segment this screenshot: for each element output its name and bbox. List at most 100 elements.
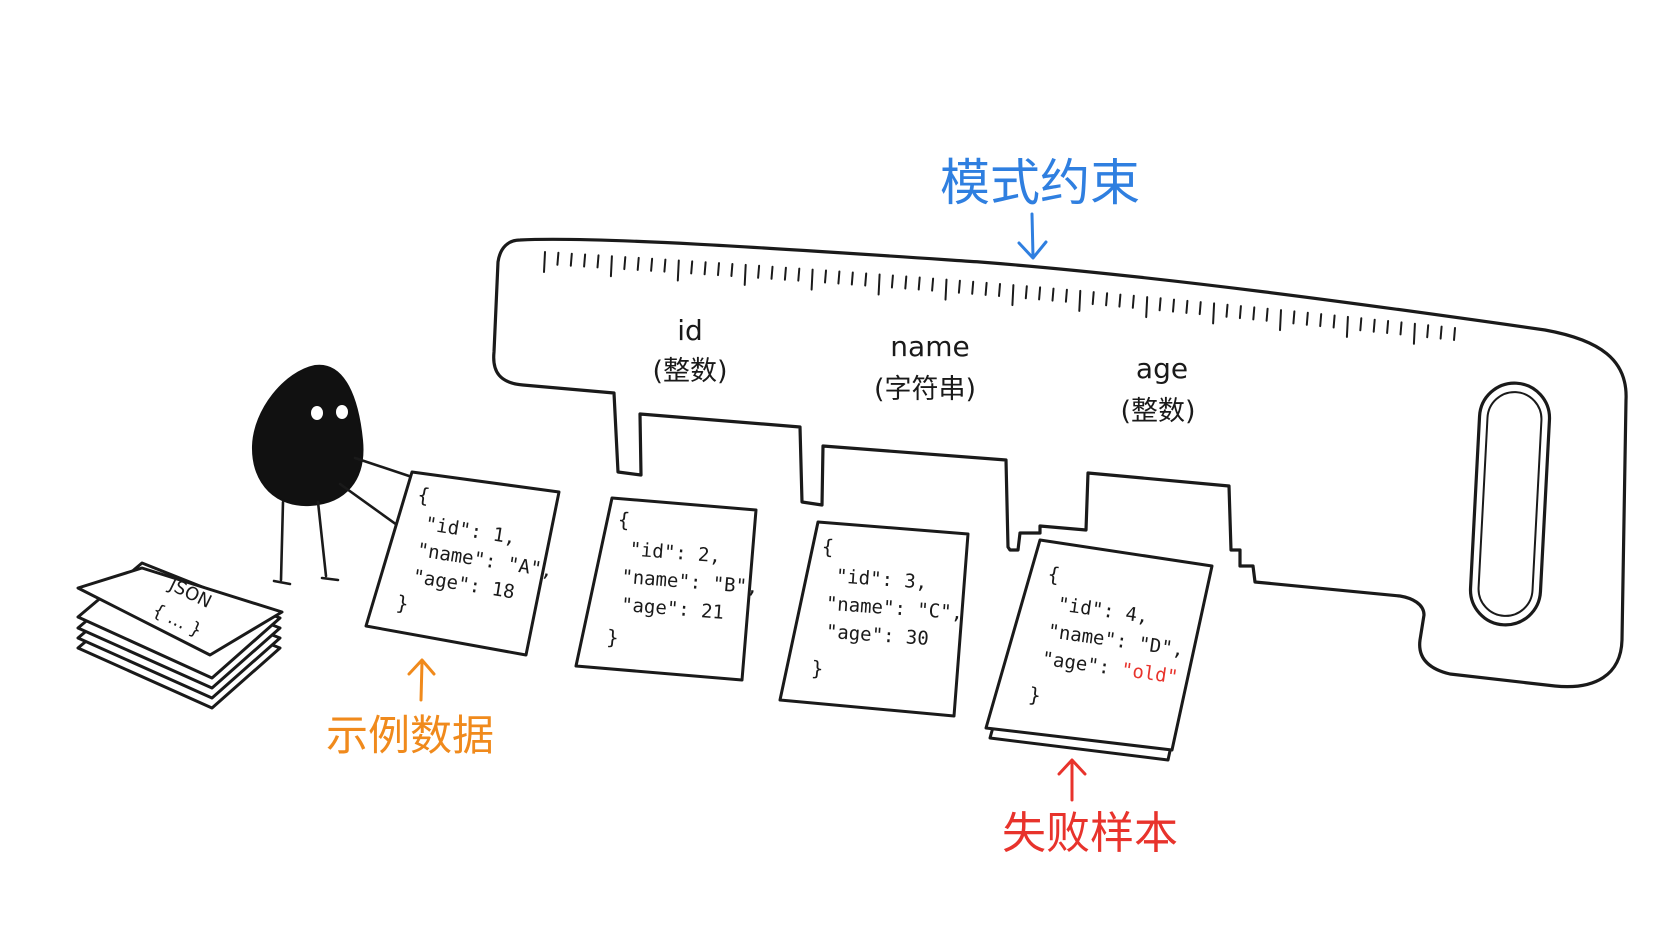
ruler-tick	[890, 274, 894, 289]
character-figure	[251, 364, 417, 586]
sample-card-2: { "id": 2, "name": "B", "age": 21 }	[574, 496, 759, 682]
ruler-tick	[1024, 285, 1028, 300]
card-open-brace: {	[821, 534, 835, 559]
ruler-outline	[492, 237, 1628, 689]
ruler-tick	[1078, 289, 1082, 312]
ruler-tick	[931, 277, 935, 292]
ruler-tick	[609, 255, 613, 278]
sample-card-3: { "id": 3, "name": "C", "age": 30 }	[778, 520, 970, 718]
ruler-tick	[1038, 286, 1042, 301]
sample-data-label: 示例数据	[326, 711, 494, 760]
ruler-tick	[770, 265, 774, 280]
ruler-tick	[703, 261, 707, 276]
failed-sample-label: 失败样本	[1002, 808, 1178, 859]
ruler-tick	[1412, 322, 1416, 345]
card-close-brace: }	[1027, 682, 1042, 707]
arrow-down-icon	[1017, 212, 1048, 260]
slot-field-label: name	[890, 330, 969, 363]
ruler-tick	[917, 276, 921, 291]
ruler-tick	[1145, 296, 1149, 319]
ruler-tick	[1386, 320, 1390, 334]
ruler-tick	[1051, 287, 1055, 302]
ruler-tick	[1105, 292, 1109, 307]
ruler-tick	[1064, 288, 1068, 303]
card-close-brace: }	[606, 625, 620, 650]
ruler-tick	[717, 262, 720, 277]
slot-field-label: id	[677, 314, 703, 347]
ruler-tick	[676, 259, 680, 282]
ruler-tick	[957, 279, 961, 294]
ruler-tick	[1131, 294, 1135, 309]
ruler-tick	[623, 256, 627, 271]
sample-card-1: { "id": 1, "name": "A", "age": 18 }	[364, 470, 561, 657]
ruler-tick	[797, 267, 801, 282]
sample-card-4-failed: { "id": 4, "name": "D", "age": "old" }	[984, 538, 1214, 762]
slot-label-name: name (字符串)	[874, 330, 976, 405]
ruler-handle-hole-inner	[1477, 391, 1543, 617]
slot-field-label: age	[1136, 352, 1188, 385]
ruler-tick	[690, 260, 694, 275]
slot-label-id: id (整数)	[652, 314, 727, 387]
slot-type-label: (字符串)	[874, 374, 976, 405]
ruler-tick	[743, 263, 747, 286]
schema-ruler	[492, 237, 1628, 689]
ruler-tick	[543, 251, 546, 273]
ruler-tick	[556, 251, 560, 266]
ruler-tick	[1265, 307, 1269, 322]
slot-type-label: (整数)	[652, 356, 727, 387]
card-open-brace: {	[617, 507, 631, 532]
ruler-tick	[944, 278, 948, 301]
ruler-tick	[663, 258, 667, 273]
card-close-brace: }	[395, 590, 411, 616]
arrow-up-icon	[1057, 758, 1087, 802]
slot-type-label: (整数)	[1120, 396, 1195, 427]
ruler-tick	[971, 280, 975, 295]
ruler-tick	[650, 257, 654, 272]
ruler-tick	[1011, 284, 1015, 307]
ruler-tick	[1439, 325, 1443, 340]
ruler-tick	[864, 272, 868, 287]
ruler-tick	[583, 253, 587, 268]
ruler-tick	[1212, 302, 1216, 325]
ruler-tick	[1292, 310, 1296, 325]
ruler-tick	[730, 263, 734, 277]
ruler-tick	[1305, 311, 1309, 326]
ruler-tick	[1252, 306, 1256, 321]
arrow-up-icon	[407, 658, 436, 702]
ruler-tick	[1332, 314, 1336, 329]
ruler-tick	[824, 269, 827, 284]
ruler-tick	[904, 275, 908, 290]
ruler-tick	[850, 271, 854, 286]
ruler-tick	[1158, 297, 1162, 312]
eye	[336, 405, 348, 419]
ruler-tick	[998, 283, 1001, 297]
ruler-tick	[636, 256, 640, 271]
ruler-tick	[984, 281, 988, 296]
ruler-tick	[1345, 315, 1349, 338]
card-open-brace: {	[1046, 562, 1061, 587]
ruler-tick	[1359, 317, 1363, 332]
ruler-tick	[1172, 298, 1175, 313]
json-file-stack: JSON { … }	[76, 561, 284, 710]
ruler-tick	[1118, 293, 1122, 308]
ruler-tick	[1319, 313, 1323, 328]
ruler-tick	[1453, 327, 1456, 341]
ruler-tick	[1225, 303, 1229, 318]
ruler-tick	[569, 252, 573, 267]
ruler-tick	[837, 270, 841, 285]
ruler-ticks	[543, 251, 1456, 345]
ruler-handle-hole	[1468, 381, 1552, 627]
card-open-brace: {	[416, 482, 432, 508]
slot-label-age: age (整数)	[1120, 352, 1195, 427]
ruler-tick	[1198, 301, 1202, 316]
ruler-tick	[1426, 324, 1430, 339]
ruler-tick	[1372, 318, 1376, 333]
ruler-tick	[1399, 321, 1403, 336]
card-close-brace: }	[811, 656, 825, 681]
ruler-tick	[757, 264, 761, 279]
ruler-tick	[783, 266, 787, 281]
ruler-tick	[1091, 291, 1095, 306]
ruler-tick	[810, 268, 814, 291]
ruler-tick	[877, 273, 881, 296]
